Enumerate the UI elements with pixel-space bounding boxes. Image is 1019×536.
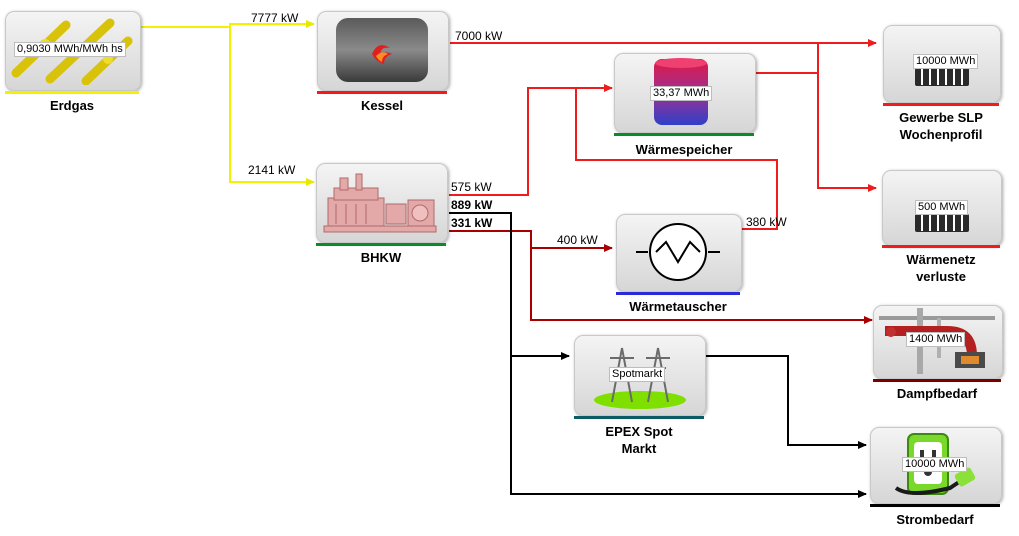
waermetauscher-name: Wärmetauscher bbox=[629, 299, 727, 314]
power-flow-lines bbox=[449, 212, 867, 498]
epex-status-bar bbox=[574, 416, 704, 419]
waermespeicher-status-bar bbox=[614, 133, 754, 136]
waermenetz-name-line1: Wärmenetz bbox=[906, 252, 976, 267]
dampf-value-label: 1400 MWh bbox=[906, 332, 966, 347]
strom-value-label: 10000 MWh bbox=[902, 457, 968, 472]
flow-label-waermetauscher-out: 380 kW bbox=[746, 215, 787, 229]
flow-label-gas-to-bhkw: 2141 kW bbox=[248, 163, 296, 177]
gewerbe-tile[interactable] bbox=[883, 25, 1001, 103]
waermespeicher-value-label: 33,37 MWh bbox=[650, 86, 713, 101]
waermenetz-name: Wärmenetz verluste bbox=[876, 251, 1006, 285]
waermenetz-status-bar bbox=[882, 245, 1000, 248]
erdgas-value-label: 0,9030 MWh/MWh hs bbox=[14, 42, 126, 57]
gewerbe-name: Gewerbe SLP Wochenprofil bbox=[876, 109, 1006, 143]
heat-exchanger-icon bbox=[636, 223, 720, 281]
strom-status-bar bbox=[870, 504, 1000, 507]
gewerbe-status-bar bbox=[883, 103, 999, 106]
erdgas-status-bar bbox=[5, 91, 139, 94]
bhkw-name: BHKW bbox=[360, 250, 402, 265]
flow-label-bhkw-heat: 575 kW bbox=[451, 180, 492, 194]
epex-name-line2: Markt bbox=[621, 441, 657, 456]
strom-name: Strombedarf bbox=[896, 512, 974, 527]
flow-label-bhkw-steam: 331 kW bbox=[451, 216, 493, 230]
epex-value-label: Spotmarkt bbox=[609, 367, 666, 382]
gas-flow-lines bbox=[140, 20, 315, 186]
boiler-icon bbox=[336, 18, 428, 82]
erdgas-name: Erdgas bbox=[49, 98, 95, 113]
steam-flow-lines bbox=[449, 230, 873, 324]
heat-flow-lines bbox=[449, 39, 877, 230]
epex-name-line1: EPEX Spot bbox=[605, 424, 673, 439]
dampf-name: Dampfbedarf bbox=[896, 386, 978, 401]
waermenetz-name-line2: verluste bbox=[916, 269, 966, 284]
flow-label-to-waermetauscher: 400 kW bbox=[557, 233, 598, 247]
chp-engine-icon bbox=[323, 173, 437, 233]
waermenetz-value-label: 500 MWh bbox=[915, 200, 969, 215]
dampf-status-bar bbox=[873, 379, 1001, 382]
flow-label-bhkw-power: 889 kW bbox=[451, 198, 493, 212]
gewerbe-name-line2: Wochenprofil bbox=[899, 127, 983, 142]
epex-name: EPEX Spot Markt bbox=[574, 423, 704, 457]
gewerbe-name-line1: Gewerbe SLP bbox=[899, 110, 983, 125]
flow-label-gas-to-kessel: 7777 kW bbox=[251, 11, 299, 25]
gewerbe-value-label: 10000 MWh bbox=[913, 54, 979, 69]
kessel-name: Kessel bbox=[361, 98, 403, 113]
radiator-icon bbox=[915, 203, 969, 232]
bhkw-status-bar bbox=[316, 243, 446, 246]
waermetauscher-status-bar bbox=[616, 292, 740, 295]
flow-label-kessel-out: 7000 kW bbox=[455, 29, 503, 43]
kessel-status-bar bbox=[317, 91, 447, 94]
waermespeicher-name: Wärmespeicher bbox=[635, 142, 733, 157]
